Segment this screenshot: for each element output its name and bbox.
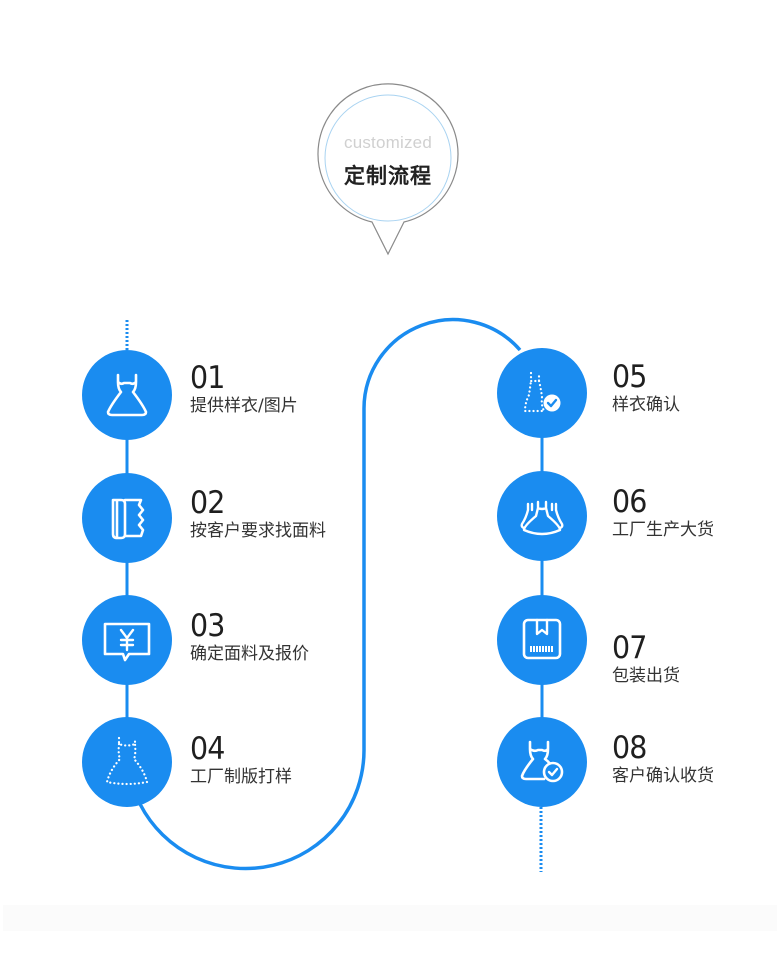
- package-box-icon: [522, 618, 562, 660]
- page-title: 定制流程: [344, 164, 432, 188]
- step-05-node: [497, 348, 587, 438]
- top-arc: [362, 317, 522, 410]
- step-number: 02: [190, 485, 225, 521]
- dress-icon: [106, 373, 148, 417]
- step-number: 05: [612, 359, 647, 395]
- step-04-label: 04 工厂制版打样: [190, 733, 292, 787]
- fabric-roll-icon: [111, 498, 145, 540]
- bubble-subtitle: customized: [344, 133, 432, 152]
- step-02-node: [82, 473, 172, 563]
- dress-check-icon: [520, 740, 564, 783]
- step-description: 工厂生产大货: [612, 520, 714, 540]
- step-description: 样衣确认: [612, 395, 680, 415]
- step-description: 客户确认收货: [612, 766, 714, 786]
- connector-path: [125, 317, 544, 872]
- step-description: 包装出货: [612, 666, 680, 686]
- step-circle: [497, 717, 587, 807]
- step-description: 按客户要求找面料: [190, 521, 326, 541]
- step-02-label: 02 按客户要求找面料: [190, 487, 326, 541]
- step-08-node: [497, 717, 587, 807]
- step-circle: [82, 473, 172, 563]
- step-06-label: 06 工厂生产大货: [612, 486, 714, 540]
- bubble-outline: [317, 83, 459, 256]
- step-number: 04: [190, 731, 225, 767]
- step-number: 08: [612, 730, 647, 766]
- step-06-node: [497, 471, 587, 561]
- step-circle: [497, 471, 587, 561]
- step-03-node: [82, 595, 172, 685]
- title-bubble: [317, 83, 459, 256]
- multiple-dresses-icon: [520, 500, 564, 536]
- step-07-label: 07 包装出货: [612, 632, 680, 686]
- dotted-dress-check-icon: [523, 371, 561, 413]
- dotted-dress-pattern-icon: [105, 736, 149, 786]
- step-description: 提供样衣/图片: [190, 396, 298, 416]
- step-01-label: 01 提供样衣/图片: [190, 362, 298, 416]
- step-03-label: 03 确定面料及报价: [190, 610, 309, 664]
- step-05-label: 05 样衣确认: [612, 361, 680, 415]
- yen-quote-icon: [103, 622, 151, 662]
- step-circles: [82, 348, 587, 807]
- step-07-node: [497, 595, 587, 685]
- bubble-inner-ring: [324, 94, 452, 222]
- step-number: 03: [190, 608, 225, 644]
- footer-band: [3, 905, 777, 931]
- step-number: 07: [612, 630, 647, 666]
- step-circle: [82, 717, 172, 807]
- step-description: 确定面料及报价: [190, 644, 309, 664]
- bottom-arc: [138, 750, 366, 871]
- step-number: 01: [190, 360, 225, 396]
- step-01-node: [82, 350, 172, 440]
- step-number: 06: [612, 484, 647, 520]
- step-08-label: 08 客户确认收货: [612, 732, 714, 786]
- step-circle: [82, 350, 172, 440]
- step-description: 工厂制版打样: [190, 767, 292, 787]
- step-circle: [497, 595, 587, 685]
- step-04-node: [82, 717, 172, 807]
